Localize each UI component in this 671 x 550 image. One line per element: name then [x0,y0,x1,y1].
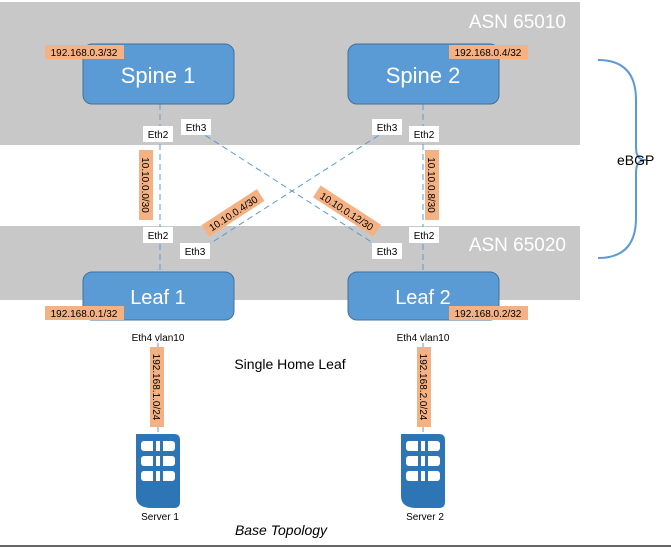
server1-subnet: 192.168.1.0/24 [150,354,161,421]
spine1-eth2-label: Eth2 [148,130,169,141]
leaf2-ip-tag [449,306,528,320]
leaf1-label: Leaf 1 [130,287,186,309]
server2-subnet: 192.168.2.0/24 [417,354,428,421]
server2-label: Server 2 [406,512,444,523]
spine2-ip-tag [449,45,528,59]
leaf2-eth2-label: Eth2 [414,231,435,242]
leaf1-downlink-label: Eth4 vlan10 [132,333,185,344]
leaf2-ip: 192.168.0.2/32 [455,309,522,320]
spine1-label: Spine 1 [121,63,196,88]
link-s1-l1-subnet: 10.10.0.0/30 [139,157,150,213]
single-home-label: Single Home Leaf [234,356,345,372]
spine2-ip: 192.168.0.4/32 [455,48,522,59]
spine1-eth3-label: Eth3 [186,123,207,134]
asn-bottom-label: ASN 65020 [469,235,566,256]
leaf1-ip: 192.168.0.1/32 [51,309,118,320]
asn-top-label: ASN 65010 [469,12,566,33]
leaf2-eth3-label: Eth3 [377,247,398,258]
link-spine2-leaf1 [196,129,388,253]
leaf2-downlink-label: Eth4 vlan10 [397,333,450,344]
ebgp-label: eBGP [617,152,654,168]
spine2-eth3-label: Eth3 [377,123,398,134]
leaf1-eth3-label: Eth3 [185,247,206,258]
ebgp-bracket [597,59,647,259]
server1-label: Server 1 [141,512,179,523]
fabric-links [159,104,424,272]
leaf1-eth2-label: Eth2 [148,231,169,242]
leaf2-label: Leaf 2 [395,287,451,309]
server2-icon[interactable] [401,434,445,508]
spine1-ip-tag [45,45,124,59]
spine1-ip: 192.168.0.3/32 [51,48,118,59]
server1-icon[interactable] [136,434,180,508]
spine2-label: Spine 2 [386,63,461,88]
spine2-eth2-label: Eth2 [414,130,435,141]
caption: Base Topology [235,522,328,538]
leaf1-ip-tag [45,306,124,320]
link-s2-l2-subnet: 10.10.0.8/30 [425,157,436,213]
